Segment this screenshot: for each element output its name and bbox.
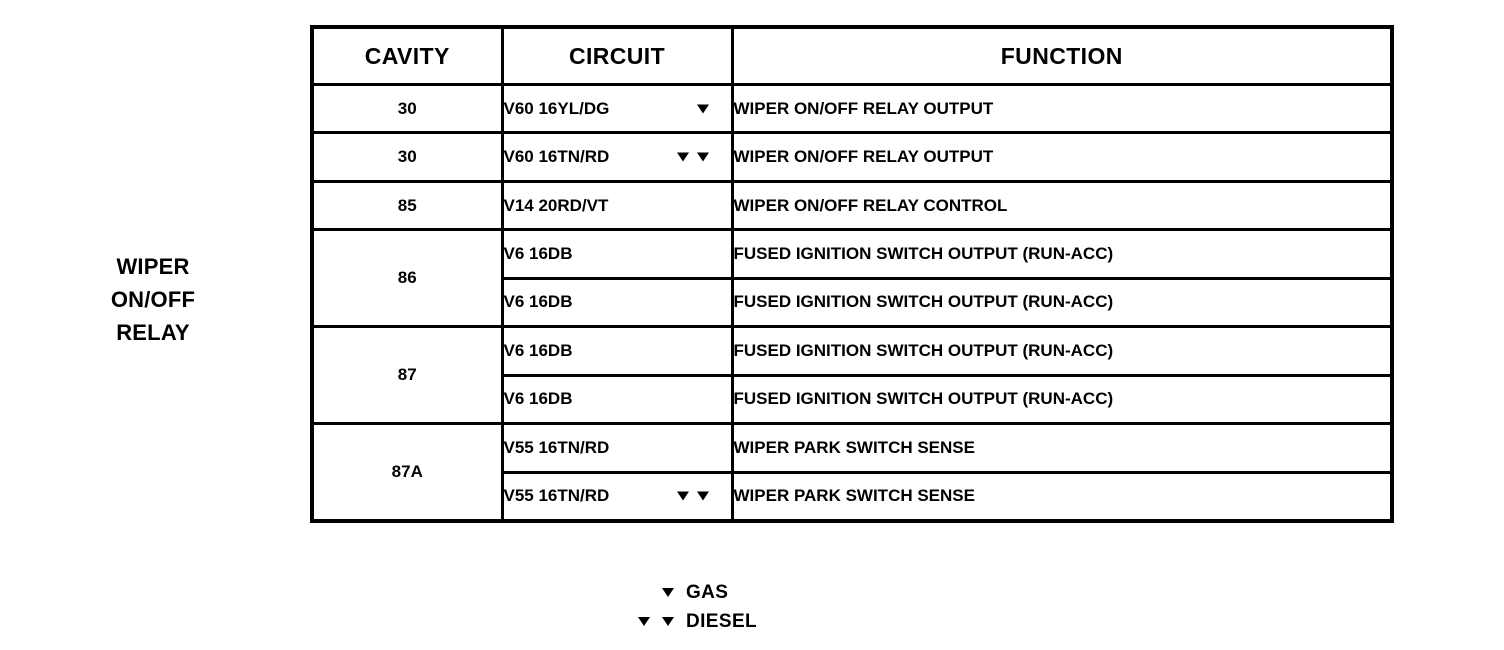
circuit-cell: V6 16DB — [500, 373, 734, 426]
circuit-cell: V55 16TN/RD — [500, 470, 734, 523]
function-cell: WIPER ON/OFF RELAY OUTPUT — [730, 82, 1394, 135]
circuit-label: V6 16DB — [503, 244, 573, 264]
circuit-cell: V6 16DB — [500, 276, 734, 329]
triangle-down-icon — [662, 617, 674, 626]
triangle-down-icon — [696, 152, 709, 162]
table-header: CAVITY CIRCUIT FUNCTION — [310, 25, 1394, 86]
function-cell: FUSED IGNITION SWITCH OUTPUT (RUN-ACC) — [730, 325, 1394, 377]
circuit-cell: V55 16TN/RD — [500, 422, 734, 474]
column-header-function: FUNCTION — [730, 25, 1394, 86]
fuel-marker-group — [696, 104, 709, 114]
circuit-label: V60 16TN/RD — [503, 147, 610, 167]
header-row: CAVITY CIRCUIT FUNCTION — [310, 25, 1394, 86]
fuel-type-legend: GAS DIESEL — [600, 578, 860, 636]
table-row: V6 16DB FUSED IGNITION SWITCH OUTPUT (RUN… — [312, 276, 1394, 329]
circuit-label: V6 16DB — [503, 292, 573, 312]
circuit-label: V6 16DB — [503, 340, 573, 360]
fuel-marker-group — [676, 491, 709, 501]
circuit-label: V55 16TN/RD — [503, 437, 610, 457]
component-label-line-3: RELAY — [116, 320, 190, 345]
component-label: WIPER ON/OFF RELAY — [60, 250, 246, 349]
circuit-label: V60 16YL/DG — [503, 98, 610, 118]
circuit-label: V55 16TN/RD — [503, 486, 610, 506]
triangle-down-icon — [676, 491, 689, 501]
triangle-down-icon — [696, 491, 709, 501]
cavity-cell: 87 — [310, 325, 504, 426]
triangle-down-icon — [638, 617, 650, 626]
function-cell: FUSED IGNITION SWITCH OUTPUT (RUN-ACC) — [730, 276, 1394, 329]
function-cell: WIPER PARK SWITCH SENSE — [730, 470, 1394, 523]
legend-label: DIESEL — [686, 610, 758, 632]
triangle-down-icon — [662, 588, 674, 597]
legend-row: DIESEL — [600, 607, 860, 636]
triangle-down-icon — [696, 104, 709, 114]
function-cell: WIPER ON/OFF RELAY OUTPUT — [730, 131, 1394, 183]
function-cell: FUSED IGNITION SWITCH OUTPUT (RUN-ACC) — [730, 228, 1394, 280]
circuit-cell: V6 16DB — [500, 325, 734, 377]
column-header-cavity: CAVITY — [310, 25, 504, 86]
table-row: V6 16DB FUSED IGNITION SWITCH OUTPUT (RUN… — [312, 373, 1394, 426]
legend-marker-group — [600, 588, 686, 597]
cavity-cell: 87A — [310, 422, 504, 523]
legend-row: GAS — [600, 578, 860, 607]
function-cell: WIPER PARK SWITCH SENSE — [730, 422, 1394, 474]
component-label-line-1: WIPER — [116, 254, 190, 279]
cavity-cell: 30 — [310, 131, 504, 183]
function-cell: FUSED IGNITION SWITCH OUTPUT (RUN-ACC) — [730, 373, 1394, 426]
circuit-cell: V60 16TN/RD — [500, 131, 734, 183]
fuel-marker-group — [676, 152, 709, 162]
table-row: V55 16TN/RD WIPER PARK SWITCH SENSE — [312, 470, 1394, 523]
triangle-down-icon — [676, 152, 689, 162]
cavity-cell: 85 — [310, 179, 504, 232]
component-label-line-2: ON/OFF — [110, 287, 196, 312]
legend-marker-group — [600, 617, 686, 626]
legend-label: GAS — [686, 581, 729, 603]
circuit-label: V14 20RD/VT — [503, 195, 609, 215]
cavity-cell: 86 — [310, 228, 504, 329]
circuit-label: V6 16DB — [503, 389, 573, 409]
column-header-circuit: CIRCUIT — [500, 25, 734, 86]
circuit-cell: V6 16DB — [500, 228, 734, 280]
cavity-cell: 30 — [310, 82, 504, 135]
circuit-cell: V60 16YL/DG — [500, 82, 734, 135]
function-cell: WIPER ON/OFF RELAY CONTROL — [730, 179, 1394, 232]
circuit-cell: V14 20RD/VT — [500, 179, 734, 232]
